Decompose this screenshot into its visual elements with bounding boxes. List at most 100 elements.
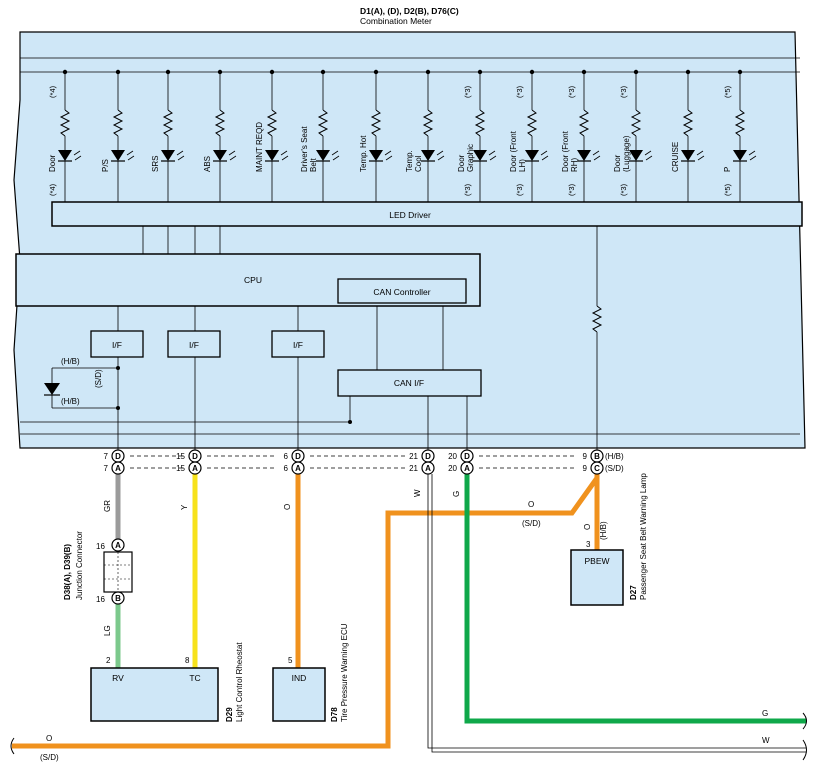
wire-label-w-right: W (762, 736, 770, 745)
indicator-label: DoorGraphic (457, 144, 475, 172)
indicator-4: ABS (203, 69, 237, 202)
led-icon (733, 150, 747, 161)
indicator-label: P (723, 167, 732, 172)
tpws-box (272, 667, 326, 722)
indicator-note-bottom: (*3) (515, 183, 524, 196)
terminal-pin-number: 21 (409, 452, 418, 461)
terminal-connector-letter: A (425, 464, 431, 473)
resistor-icon (317, 109, 329, 137)
wire-label-o-ind: O (283, 504, 292, 510)
indicator-8: Temp.Cool (405, 69, 445, 202)
terminal-pin-number: 9 (583, 464, 588, 473)
indicator-7: Temp. Hot (359, 69, 393, 202)
resistor-icon (591, 305, 603, 333)
wire-w (427, 474, 806, 749)
wire-label-g-right: G (762, 709, 768, 718)
terminal-connector-letter: C (594, 464, 600, 473)
rheostat-name: Light Control Rheostat (235, 642, 244, 722)
wire-g (464, 474, 806, 724)
rheostat-id: D29 (225, 707, 234, 722)
indicator-note-bottom: (*4) (48, 183, 57, 196)
diode-note-top: (H/B) (61, 357, 80, 366)
indicator-note-top: (*3) (567, 85, 576, 98)
resistor-icon (734, 109, 746, 137)
interface-box-3 (271, 330, 325, 358)
indicator-label: MAINT REQD (255, 122, 264, 172)
can-controller-label: CAN Controller (373, 287, 430, 297)
terminal-pin-number: 21 (409, 464, 418, 473)
indicator-10: Door (FrontLH)(*3)(*3) (509, 69, 549, 202)
junction-id: D38(A), D39(B) (63, 544, 72, 600)
led-icon (577, 150, 591, 161)
tpws-pin: 5 (288, 656, 293, 665)
terminal-circle (111, 461, 125, 475)
rheostat-rv-label: RV (112, 673, 124, 683)
pbew-name: Passenger Seat Belt Warning Lamp (639, 473, 648, 600)
resistor-icon (266, 109, 278, 137)
terminal-pin-number: 9 (583, 452, 588, 461)
terminal-note-bottom: (S/D) (605, 464, 624, 473)
terminal-circle (590, 461, 604, 475)
diode-note-bottom: (H/B) (61, 397, 80, 406)
indicator-label: SRS (151, 156, 160, 172)
resistor-icon (112, 109, 124, 137)
meter-component-name: Combination Meter (360, 16, 432, 26)
indicator-label: Driver's SeatBelt (300, 126, 318, 172)
wire-label-o-pbew: O (583, 524, 592, 530)
resistor-icon (578, 109, 590, 137)
junction-pin-a: 16 (96, 542, 105, 551)
wire-break-right-2 (802, 739, 807, 761)
indicator-14: P(*5)(*5) (723, 69, 757, 202)
diode-note-right: (S/D) (94, 369, 103, 388)
led-icon (473, 150, 487, 161)
led-icon (629, 150, 643, 161)
terminal-connector-letter: D (115, 452, 121, 461)
resistor-icon (682, 109, 694, 137)
indicator-12: Door(Luggage)(*3)(*3) (613, 69, 653, 202)
terminal-connector-letter: D (425, 452, 431, 461)
led-icon (316, 150, 330, 161)
can-if-label: CAN I/F (394, 378, 424, 388)
terminal-connector-letter: D (192, 452, 198, 461)
wire-break-left (10, 737, 15, 755)
wire-label-gr: GR (103, 500, 112, 512)
led-icon (525, 150, 539, 161)
terminal-note-top: (H/B) (605, 452, 624, 461)
terminal-pin-number: 15 (176, 464, 185, 473)
wire-label-o-bus: O (528, 500, 534, 509)
indicator-label: Temp.Cool (405, 150, 423, 172)
interface-box-2 (167, 330, 221, 358)
pbew-label: PBEW (584, 556, 609, 566)
tpws-name: Tire Pressure Warning ECU (340, 623, 349, 722)
junction-name: Junction Connector (75, 531, 84, 600)
terminal-pin-number: 6 (284, 464, 289, 473)
led-icon (421, 150, 435, 161)
led-icon (213, 150, 227, 161)
led-icon (161, 150, 175, 161)
indicator-label: Temp. Hot (359, 135, 368, 172)
terminal-connector-letter: B (594, 452, 600, 461)
terminal-pin-number: 20 (448, 452, 457, 461)
interface-label-2: I/F (189, 340, 199, 350)
indicator-3: SRS (151, 69, 185, 202)
resistor-icon (162, 109, 174, 137)
terminal-pin-number: 15 (176, 452, 185, 461)
junction-terminal-b (111, 591, 125, 605)
resistor-icon (630, 109, 642, 137)
wire-label-lg: LG (103, 625, 112, 636)
terminal-circle (460, 461, 474, 475)
terminal-pin-number: 7 (104, 464, 109, 473)
terminal-pin-number: 20 (448, 464, 457, 473)
led-driver-box (51, 201, 803, 227)
junction-terminal-b-label: B (115, 594, 121, 603)
junction-terminal-a-label: A (115, 541, 121, 550)
terminal-circle (291, 461, 305, 475)
tpws-ind-label: IND (292, 673, 307, 683)
terminal-connector-letter: A (295, 464, 301, 473)
indicator-2: P/S (101, 69, 135, 202)
